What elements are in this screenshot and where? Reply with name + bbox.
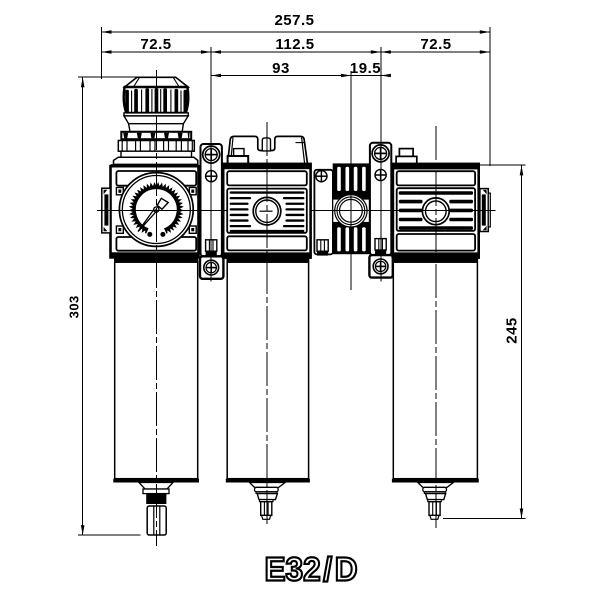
svg-text:93: 93 bbox=[272, 60, 290, 77]
svg-text:112.5: 112.5 bbox=[275, 36, 314, 53]
svg-text:72.5: 72.5 bbox=[420, 36, 451, 53]
svg-text:257.5: 257.5 bbox=[274, 12, 314, 29]
svg-text:E32 / D: E32 / D bbox=[265, 551, 358, 588]
svg-text:19.5: 19.5 bbox=[350, 60, 381, 77]
svg-text:245: 245 bbox=[504, 317, 521, 344]
svg-text:72.5: 72.5 bbox=[140, 36, 171, 53]
svg-text:303: 303 bbox=[67, 295, 82, 318]
